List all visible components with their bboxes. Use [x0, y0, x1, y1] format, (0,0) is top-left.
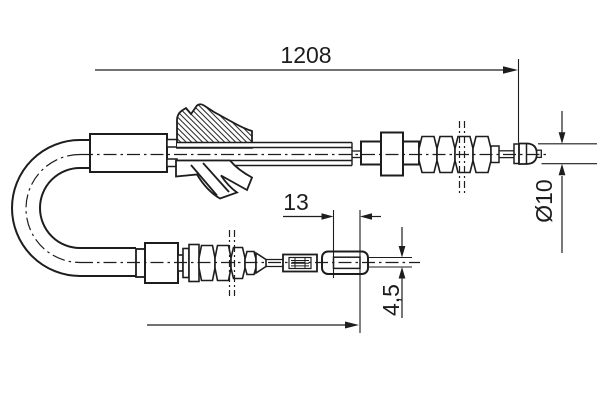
- grommet-hatched-flange: [176, 103, 253, 149]
- cable-end-barrel: [513, 142, 542, 165]
- dim-overall-length: 1208: [95, 42, 520, 143]
- dim-fitting-length: 13: [283, 189, 381, 333]
- arrowhead: [558, 163, 566, 176]
- arrowhead: [503, 66, 518, 74]
- arrowhead: [345, 321, 359, 329]
- dim-label-diameter: Ø10: [531, 179, 557, 222]
- dim-rod-diameter: 4,5: [378, 227, 406, 318]
- upper-sleeve: [89, 133, 178, 173]
- cable-u-bend: [11, 139, 136, 277]
- bottom-reference-arrow: [147, 321, 359, 329]
- centerlines: [25, 153, 548, 264]
- lower-break-lines: [228, 230, 236, 296]
- dim-label-13: 13: [283, 189, 309, 215]
- upper-break-lines: [458, 121, 466, 193]
- dim-label-4-5: 4,5: [378, 284, 404, 316]
- spline-connector: [282, 253, 318, 273]
- dim-end-diameter: Ø10: [531, 111, 597, 253]
- grommet-lower-flange: [175, 159, 254, 200]
- arrowhead: [360, 213, 372, 220]
- arrowhead: [321, 213, 334, 220]
- dim-label-1208: 1208: [280, 42, 331, 68]
- arrowhead: [398, 246, 406, 258]
- arrowhead: [398, 267, 406, 279]
- arrowhead: [558, 132, 566, 144]
